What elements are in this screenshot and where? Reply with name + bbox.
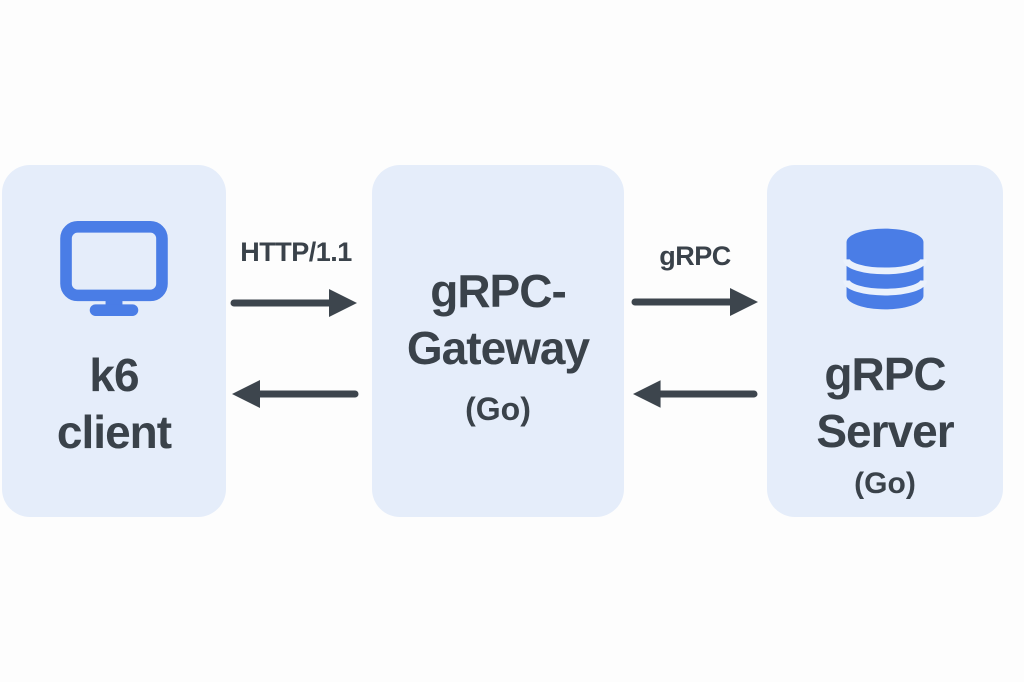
node-title-line: Gateway [406,322,590,374]
node-title-grpc-server: gRPC Server [816,346,954,460]
arrow-left-icon [231,374,359,419]
arrow-left-icon [632,374,758,419]
arrow-right-icon [230,283,358,328]
edge-label-http: HTTP/1.1 [240,237,352,267]
monitor-icon [59,220,169,322]
arrow-right-icon [631,282,759,327]
node-k6-client: k6 client [2,165,226,517]
node-grpc-gateway: gRPC- Gateway (Go) [372,165,624,517]
node-title-line: gRPC- [430,265,567,317]
node-subtitle-go: (Go) [465,391,531,427]
node-title-line: client [56,406,172,458]
node-title-line: Server [816,405,954,457]
node-subtitle-go: (Go) [854,467,916,500]
node-title-k6-client: k6 client [56,347,172,461]
edge-label-grpc: gRPC [659,241,731,271]
node-title-line: gRPC [824,348,946,400]
node-grpc-server: gRPC Server (Go) [767,165,1003,517]
node-title-grpc-gateway: gRPC- Gateway [406,263,590,377]
database-icon [833,219,937,324]
node-title-line: k6 [89,349,139,401]
